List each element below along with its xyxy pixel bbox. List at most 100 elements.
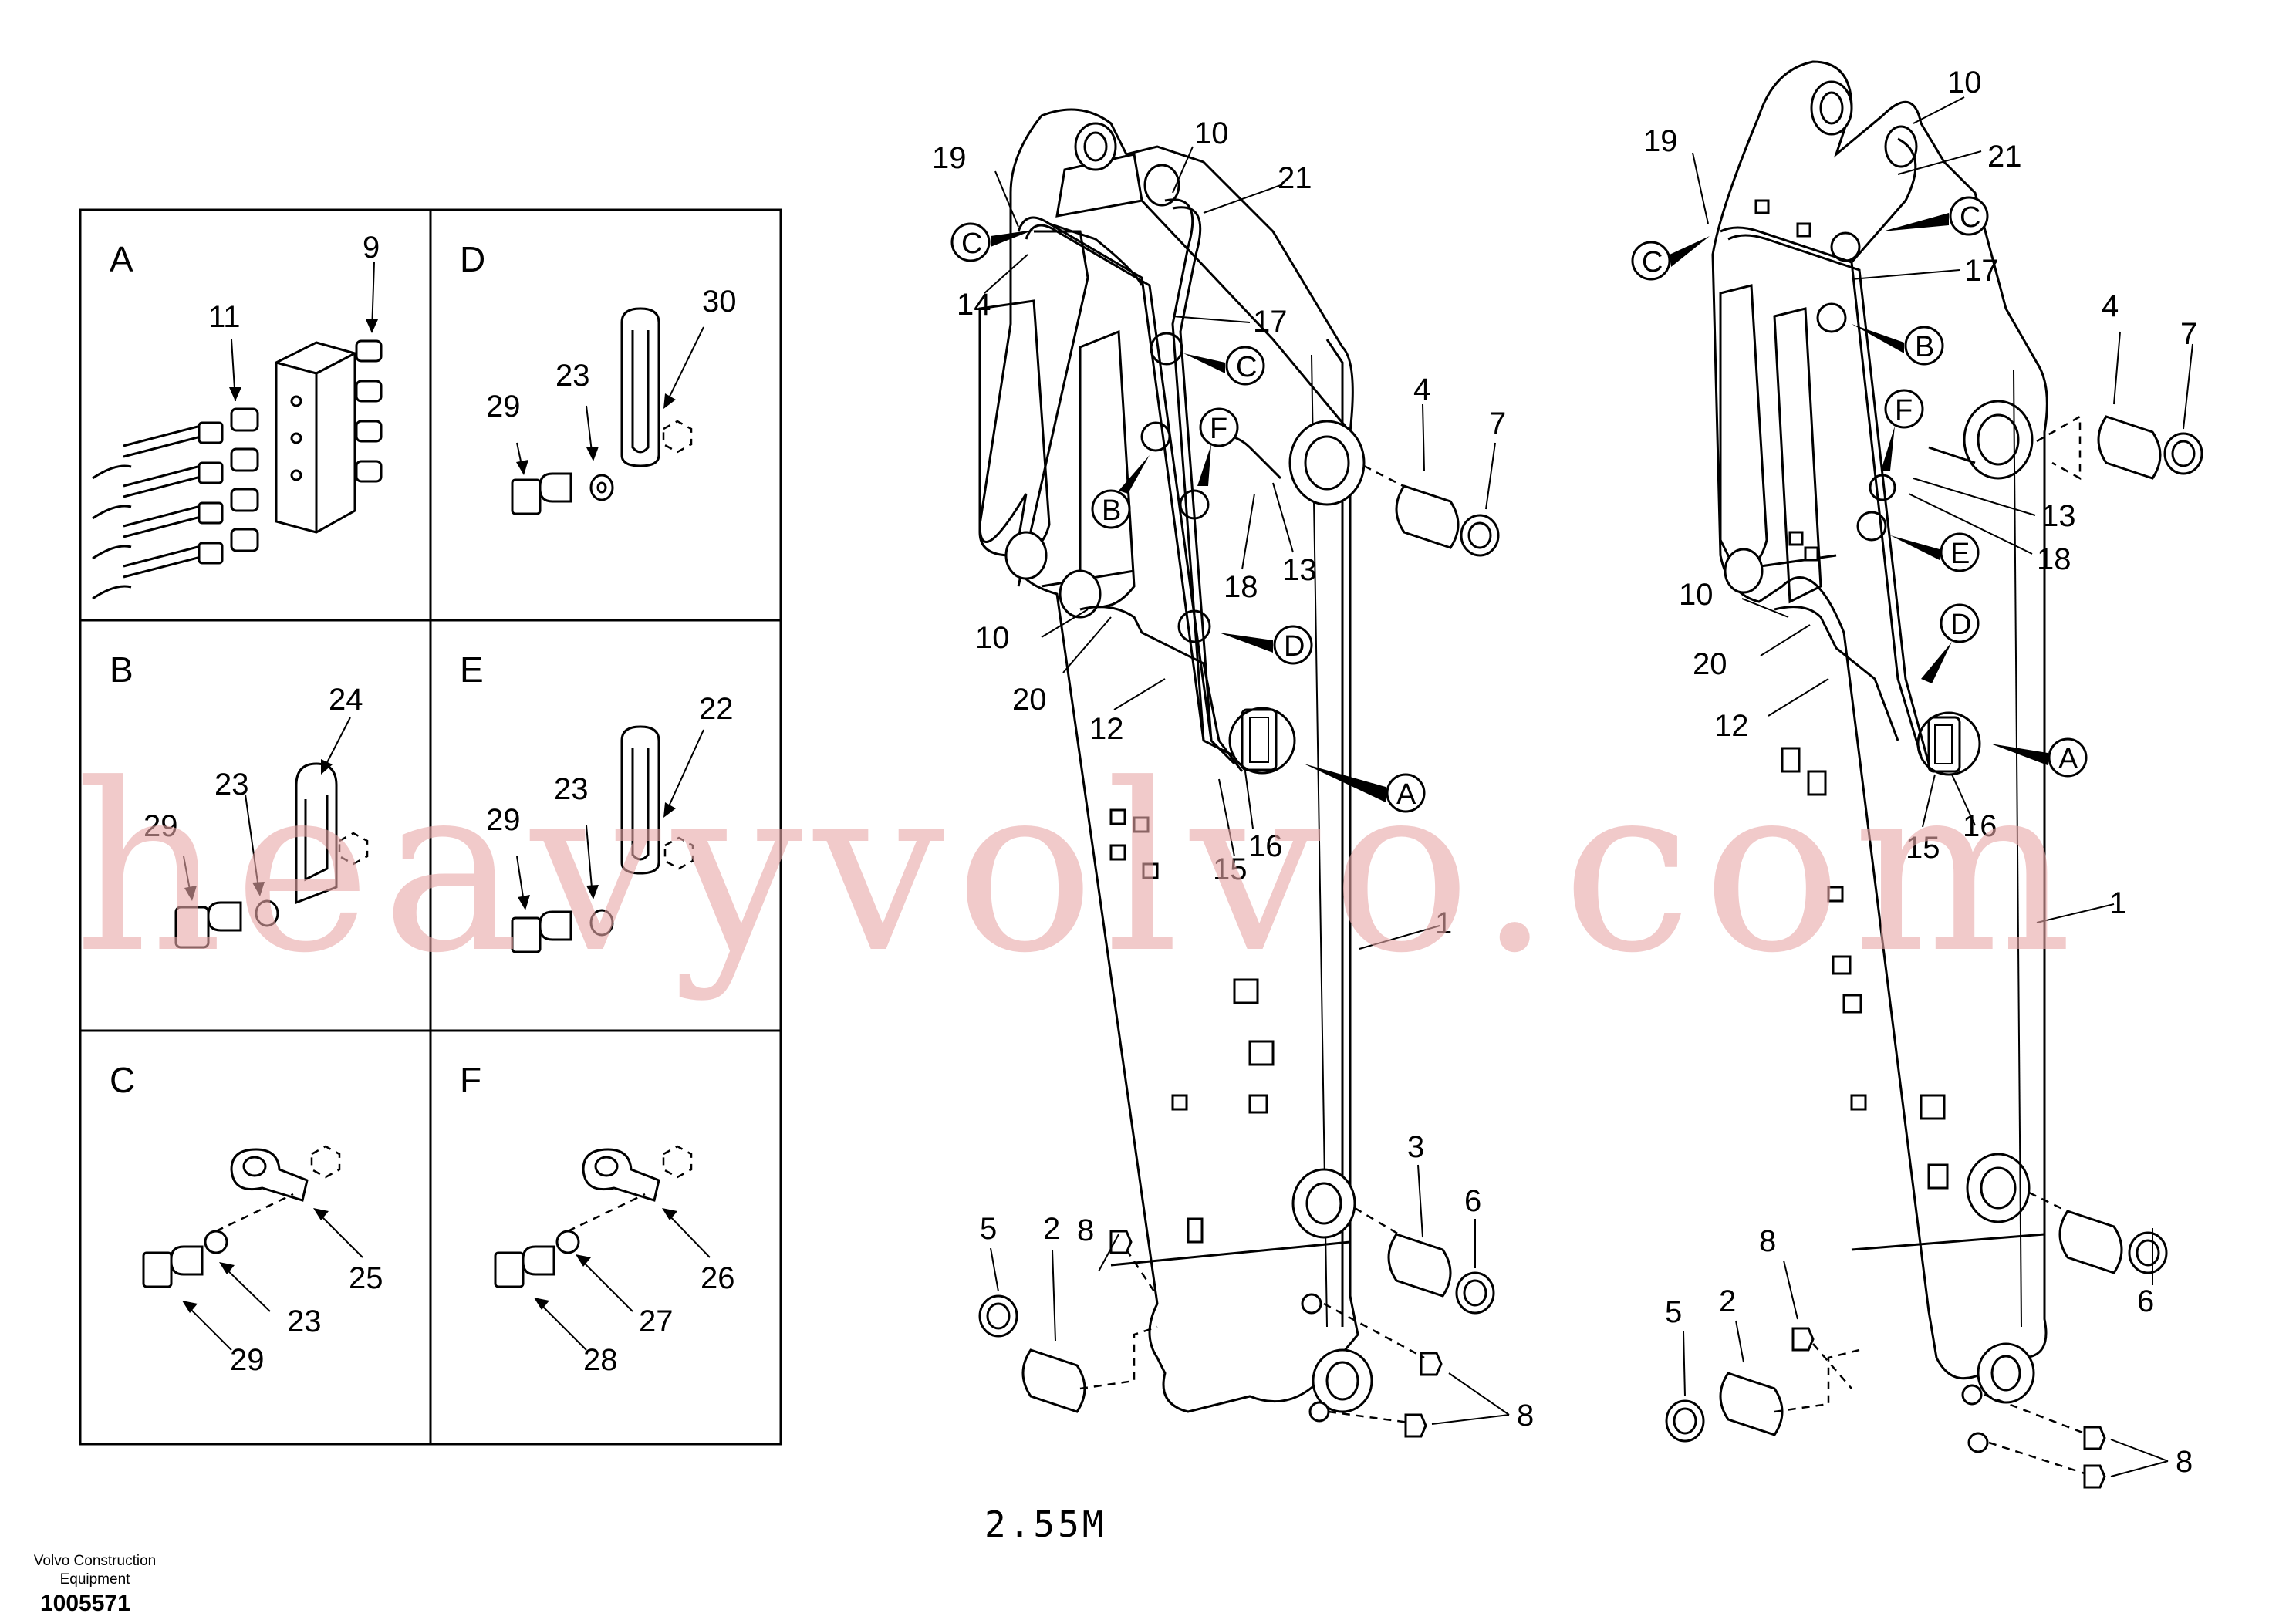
svg-text:D: D	[1284, 630, 1305, 663]
variant-label: 2.55M	[984, 1504, 1106, 1545]
company-name: Volvo Construction Equipment	[33, 1553, 157, 1588]
part-label: 25	[349, 1261, 383, 1295]
part-label: 29	[486, 390, 521, 424]
watermark: heavyvolvo.com	[74, 734, 2083, 1004]
part-label: 14	[957, 288, 991, 322]
part-label: 26	[701, 1261, 735, 1295]
svg-text:F: F	[1210, 413, 1227, 445]
part-label: 8	[1759, 1224, 1776, 1258]
panel-label-d: D	[460, 239, 485, 279]
panel-label-c: C	[110, 1060, 135, 1100]
part-label: 21	[1278, 161, 1312, 195]
part-label: 23	[554, 772, 589, 806]
part-label: 2	[1719, 1284, 1736, 1318]
part-label: 4	[2102, 289, 2119, 323]
callout-a: A	[1916, 711, 2088, 778]
detail-panel-b: B 24 23 29	[110, 650, 369, 949]
arm-view-left: C C F B D A	[932, 108, 1534, 1438]
panel-label-a: A	[110, 239, 133, 279]
part-label: 5	[980, 1212, 997, 1246]
part-label: 23	[287, 1304, 322, 1338]
callout-f: F	[1869, 389, 1924, 501]
part-label: 6	[2137, 1284, 2154, 1318]
part-label: 30	[702, 285, 737, 319]
part-label: 3	[1407, 1130, 1424, 1164]
part-label: 24	[329, 683, 363, 717]
part-label: 10	[1194, 116, 1229, 150]
detail-panel-a: A 11 9	[92, 231, 383, 600]
part-label: 17	[1253, 305, 1288, 339]
part-label: 6	[1464, 1184, 1481, 1218]
part-label: 12	[1714, 709, 1749, 743]
part-label: 11	[208, 300, 241, 334]
callout-e: E	[1856, 511, 1980, 572]
callout-c-2: C	[1830, 196, 1989, 262]
part-label: 2	[1043, 1212, 1060, 1246]
part-label: 19	[1643, 124, 1678, 158]
detail-panel-e: E 22 23 29	[460, 650, 734, 953]
detail-panel-f: F 26 27 28	[460, 1060, 735, 1377]
part-label: 5	[1665, 1295, 1682, 1329]
part-label: 29	[486, 803, 521, 837]
diagram-number: 1005571	[40, 1591, 130, 1616]
part-label: 17	[1964, 254, 1999, 288]
part-label: 18	[1224, 570, 1258, 604]
svg-text:C: C	[961, 228, 982, 260]
part-label: 27	[639, 1304, 674, 1338]
detail-panel-d: D 30 23 29	[460, 239, 737, 515]
part-label: 7	[1489, 407, 1506, 440]
callout-d: D	[1177, 609, 1313, 665]
part-label: 23	[214, 768, 249, 802]
callout-d: D	[1921, 603, 1980, 683]
detail-panel-c: C 25 23 29	[110, 1060, 383, 1377]
part-label: 23	[555, 359, 590, 393]
part-label: 12	[1089, 712, 1124, 746]
svg-text:B: B	[1102, 494, 1121, 527]
callout-c-1: C	[1631, 236, 1710, 281]
part-label: 16	[1248, 829, 1283, 863]
part-label: 29	[144, 809, 178, 843]
part-label: 7	[2180, 317, 2197, 351]
part-label: 8	[2176, 1445, 2193, 1479]
part-label: 15	[1213, 852, 1248, 886]
svg-text:A: A	[1396, 778, 1416, 811]
panel-label-f: F	[460, 1060, 481, 1100]
part-label: 1	[1435, 906, 1452, 940]
part-label: 13	[2041, 499, 2076, 533]
callout-b: B	[1091, 421, 1171, 529]
svg-text:B: B	[1915, 331, 1934, 363]
svg-text:C: C	[1236, 351, 1257, 383]
part-label: 10	[975, 621, 1010, 655]
callout-b: B	[1816, 302, 1944, 366]
part-label: 18	[2037, 542, 2071, 576]
arm-view-right: C C B F E D	[1631, 60, 2203, 1489]
part-label: 4	[1413, 373, 1430, 407]
part-label: 22	[699, 692, 734, 726]
part-label: 29	[230, 1343, 265, 1377]
svg-text:C: C	[1960, 201, 1980, 234]
part-label: 13	[1282, 553, 1317, 587]
part-label: 20	[1012, 683, 1047, 717]
part-label: 9	[363, 231, 380, 265]
part-label: 1	[2109, 886, 2126, 920]
callout-c-2: C	[1150, 332, 1265, 386]
panel-label-e: E	[460, 650, 484, 690]
part-label: 20	[1693, 647, 1727, 681]
part-label: 10	[1947, 66, 1982, 100]
svg-text:C: C	[1642, 246, 1663, 278]
part-label: 19	[932, 141, 967, 175]
svg-text:D: D	[1950, 609, 1971, 641]
callout-a: A	[1228, 707, 1426, 813]
part-label: 10	[1679, 578, 1714, 612]
panel-label-b: B	[110, 650, 133, 690]
part-label: 16	[1963, 809, 1997, 843]
part-label: 28	[583, 1343, 618, 1377]
callout-c-1: C	[950, 222, 1034, 262]
part-label: 8	[1077, 1213, 1094, 1247]
svg-text:F: F	[1895, 394, 1913, 427]
detail-panel-grid	[79, 208, 782, 1446]
part-label: 15	[1906, 831, 1940, 865]
svg-text:A: A	[2058, 743, 2078, 775]
callout-f: F	[1179, 407, 1239, 520]
